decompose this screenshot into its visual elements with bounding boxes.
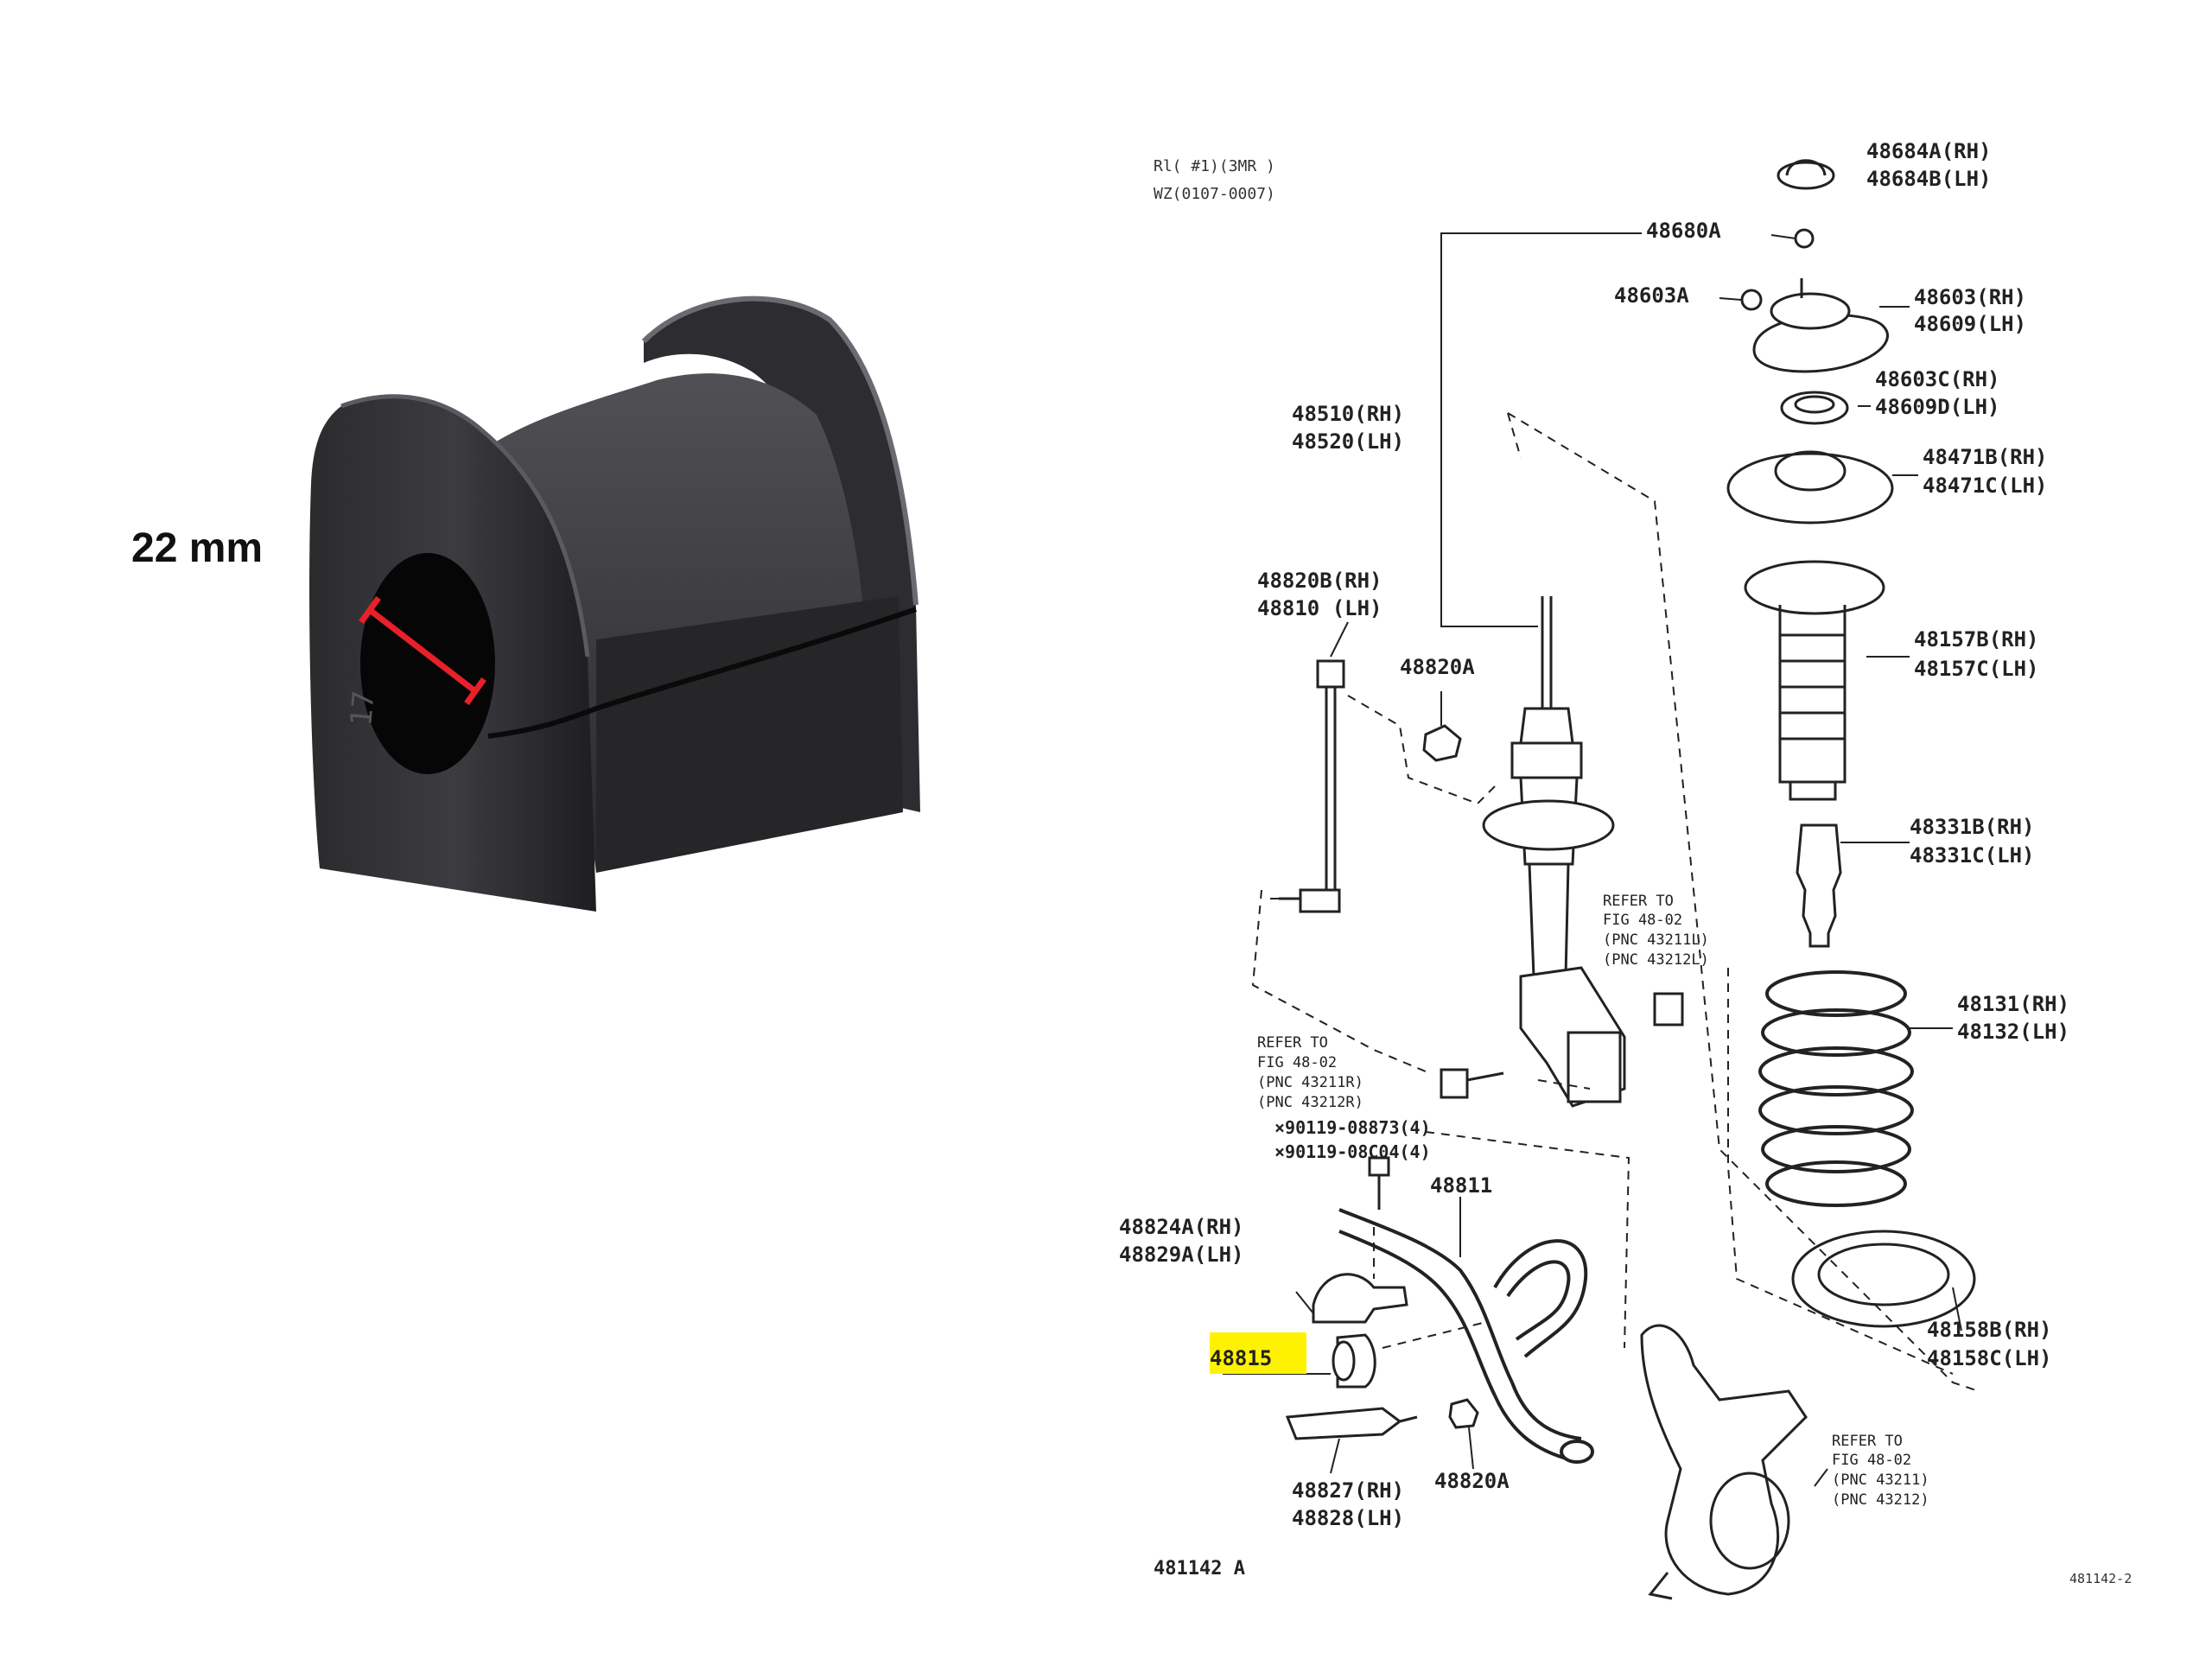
label-48157c-lh: 48157C(LH) (1914, 657, 2039, 681)
lower-insulator-part (1791, 1230, 1976, 1328)
bolt-ref-1: ×90119-08873(4) (1274, 1117, 1431, 1138)
label-48471c-lh: 48471C(LH) (1923, 474, 2048, 498)
upper-spring-seat-part (1726, 450, 1894, 524)
label-48603-rh: 48603(RH) (1914, 285, 2026, 309)
reference-notes: REFER TO FIG 48-02 (PNC 43211L) (PNC 432… (1257, 893, 1929, 1509)
bolt-ref-2: ×90119-08C04(4) (1274, 1141, 1431, 1162)
label-48132-lh: 48132(LH) (1957, 1020, 2069, 1044)
leader-lines (1223, 232, 1962, 1487)
bushing-photo: 17 (309, 296, 920, 912)
molded-mark: 17 (344, 690, 381, 728)
refer-strut-line1: REFER TO (1603, 893, 1674, 910)
strut-bolt-part (1440, 1068, 1504, 1099)
bore-diameter-cap-top (359, 595, 381, 625)
refer-strut-line2: FIG 48-02 (1603, 912, 1682, 929)
bore-diameter-cap-bottom (464, 677, 486, 706)
dust-boot-part (1744, 560, 1885, 801)
label-48815: 48815 (1210, 1346, 1272, 1370)
label-48820a-top: 48820A (1400, 655, 1475, 679)
label-48828-lh: 48828(LH) (1292, 1506, 1404, 1530)
label-48331b-rh: 48331B(RH) (1910, 815, 2035, 839)
label-48680a: 48680A (1646, 219, 1721, 243)
label-48603c-rh: 48603C(RH) (1875, 367, 2000, 391)
label-48471b-rh: 48471B(RH) (1923, 445, 2048, 469)
diagram-footer-code: 481142 A (1154, 1558, 1245, 1580)
nut-48820a-bottom (1448, 1398, 1479, 1429)
diagram-corner-code: 481142-2 (2069, 1571, 2132, 1586)
refer-knuckle-line1: REFER TO (1832, 1433, 1903, 1450)
steering-knuckle-part (1640, 1324, 1808, 1600)
label-48609d-lh: 48609D(LH) (1875, 395, 2000, 419)
parts-diagram: Rl( #1)(3MR ) WZ(0107-0007) (1119, 139, 2132, 1600)
bore-diameter-line (367, 607, 478, 694)
refer-left-line3: (PNC 43211R) (1257, 1074, 1363, 1091)
diagram-header-line2: WZ(0107-0007) (1154, 185, 1275, 203)
label-48684b-lh: 48684B(LH) (1866, 167, 1992, 191)
lower-bracket-part (1285, 1407, 1418, 1440)
label-48820b-rh: 48820B(RH) (1257, 569, 1382, 593)
label-48158c-lh: 48158C(LH) (1927, 1346, 2052, 1370)
bushing-size-label: 22 mm (131, 525, 264, 571)
refer-strut-line4: (PNC 43212L) (1603, 951, 1709, 969)
bracket-bolt-part (1368, 1156, 1390, 1210)
bump-stop-part (1796, 823, 1842, 948)
part-labels: 48684A(RH) 48684B(LH) 48680A 48603A 4860… (1119, 139, 2069, 1530)
label-48510-rh: 48510(RH) (1292, 402, 1404, 426)
label-48811: 48811 (1430, 1173, 1492, 1198)
refer-left-line4: (PNC 43212R) (1257, 1094, 1363, 1111)
label-48157b-rh: 48157B(RH) (1914, 627, 2039, 652)
label-48810-lh: 48810 (LH) (1257, 596, 1382, 620)
label-48609-lh: 48609(LH) (1914, 312, 2026, 336)
mount-cap-part (1777, 159, 1835, 190)
label-48820a-bottom: 48820A (1434, 1469, 1510, 1493)
nut-48820a-top (1422, 724, 1462, 762)
refer-knuckle-line4: (PNC 43212) (1832, 1491, 1929, 1509)
label-48331c-lh: 48331C(LH) (1910, 843, 2035, 868)
refer-left-line2: FIG 48-02 (1257, 1054, 1337, 1071)
strut-nut (1653, 992, 1684, 1027)
label-48131-rh: 48131(RH) (1957, 992, 2069, 1016)
refer-strut-line3: (PNC 43211L) (1603, 931, 1709, 949)
dashed-lines (1251, 412, 1980, 1392)
label-48827-rh: 48827(RH) (1292, 1478, 1404, 1503)
label-48829a-lh: 48829A(LH) (1119, 1243, 1244, 1267)
label-48603a: 48603A (1614, 283, 1689, 308)
label-48520-lh: 48520(LH) (1292, 429, 1404, 454)
strut-assembly-part (1482, 596, 1626, 1108)
label-48158b-rh: 48158B(RH) (1927, 1318, 2052, 1342)
diagram-header-line1: Rl( #1)(3MR ) (1154, 157, 1275, 175)
refer-left-line1: REFER TO (1257, 1034, 1328, 1052)
stabilizer-link-part (1279, 659, 1345, 913)
bushing-bracket-part (1312, 1273, 1408, 1324)
refer-knuckle-line3: (PNC 43211) (1832, 1471, 1929, 1489)
highlight-48815 (1210, 1332, 1306, 1374)
bearing-part (1780, 391, 1849, 425)
coil-spring-part (1758, 970, 1914, 1207)
nut-48603a (1740, 289, 1763, 311)
stabilizer-bushing-part (1332, 1333, 1376, 1389)
stabilizer-bar-part (1338, 1208, 1594, 1464)
refer-knuckle-line2: FIG 48-02 (1832, 1452, 1911, 1469)
nut-48680a (1794, 228, 1815, 249)
label-48684a-rh: 48684A(RH) (1866, 139, 1992, 163)
label-48824a-rh: 48824A(RH) (1119, 1215, 1244, 1239)
support-mount-part (1752, 278, 1889, 373)
